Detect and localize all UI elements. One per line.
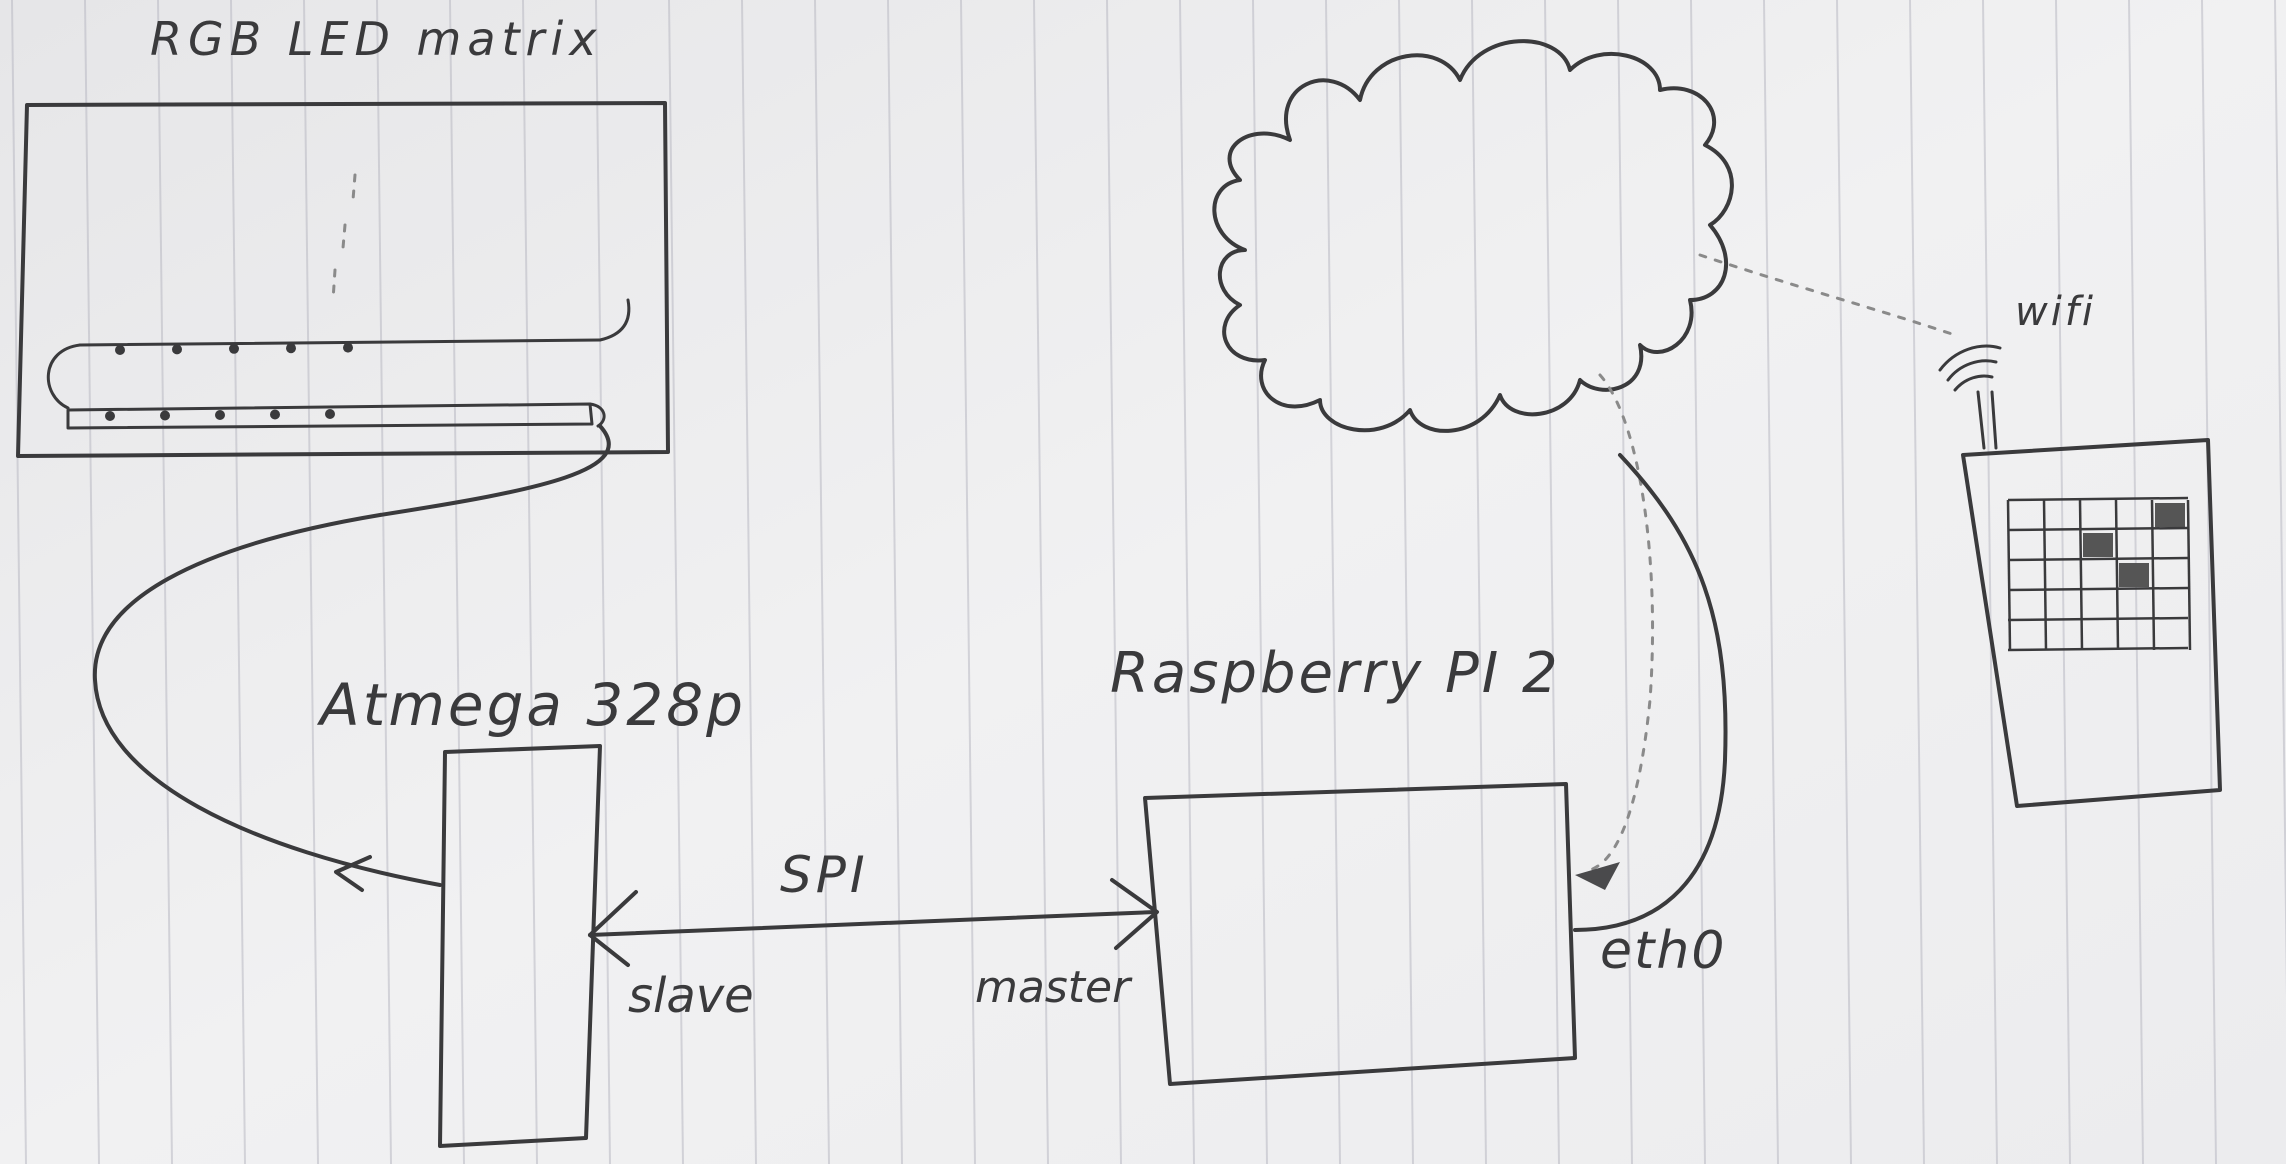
rule-line — [814, 0, 830, 1164]
cloud-icon — [1212, 39, 1734, 433]
rule-line — [1033, 0, 1049, 1164]
led-dot — [160, 410, 170, 421]
led-matrix — [16, 101, 670, 458]
rule-line — [522, 0, 538, 1164]
rule-line — [668, 0, 684, 1164]
grid-line — [2186, 499, 2192, 651]
grid-line — [2007, 496, 2189, 502]
led-matrix-continuation-dots — [331, 173, 357, 302]
spi-bus-line — [588, 910, 1157, 937]
grid-line — [2007, 646, 2189, 652]
rule-line — [2201, 0, 2217, 1164]
rule-line — [1106, 0, 1122, 1164]
rule-line — [84, 0, 100, 1164]
ruled-lines — [11, 0, 2286, 1164]
rule-line — [1690, 0, 1706, 1164]
led-dot — [343, 342, 353, 353]
eth-label: eth0 — [1600, 921, 1726, 981]
rule-line — [595, 0, 611, 1164]
shaded-cell — [2119, 563, 2149, 587]
led-dot — [215, 410, 225, 420]
rule-line — [887, 0, 903, 1164]
led-dot — [286, 343, 296, 354]
wifi-signal-icon — [1938, 344, 2002, 450]
master-arrowhead-icon — [1110, 878, 1159, 950]
rule-line — [1544, 0, 1560, 1164]
rule-line — [1179, 0, 1195, 1164]
led-strip-loop — [46, 343, 82, 410]
pi-title: Raspberry PI 2 — [1110, 641, 1561, 706]
rule-line — [960, 0, 976, 1164]
led-strip-upper-end — [598, 298, 631, 342]
led-matrix-title: RGB LED matrix — [150, 12, 602, 66]
rule-line — [1836, 0, 1852, 1164]
grid-line — [2006, 499, 2012, 651]
ethernet-cable — [1573, 453, 1728, 932]
led-strip-lower — [66, 402, 594, 430]
grid-line — [2007, 556, 2189, 562]
phone-app-grid — [2006, 496, 2192, 652]
arrowhead-icon — [334, 855, 372, 892]
rule-line — [2055, 0, 2071, 1164]
rule-line — [11, 0, 27, 1164]
led-dot — [105, 411, 115, 421]
led-dot — [270, 409, 280, 420]
ethernet-arrowhead-icon — [1575, 862, 1620, 890]
shaded-cell — [2083, 533, 2113, 557]
rule-line — [1617, 0, 1633, 1164]
shaded-cell — [2155, 503, 2185, 527]
led-strip-upper-edge — [78, 338, 602, 347]
rule-line — [1909, 0, 1925, 1164]
rule-line — [741, 0, 757, 1164]
rule-line — [1398, 0, 1414, 1164]
grid-line — [2114, 499, 2120, 651]
slave-label: slave — [628, 968, 754, 1024]
pi-box — [1143, 782, 1577, 1086]
grid-line — [2042, 499, 2048, 651]
led-matrix-frame — [16, 101, 670, 458]
pencil-link-wifi — [1698, 253, 1957, 337]
mcu-box — [438, 744, 602, 1148]
pencil-link-eth — [1588, 373, 1655, 872]
rule-line — [376, 0, 392, 1164]
master-label: master — [975, 962, 1133, 1013]
rule-line — [2274, 0, 2286, 998]
mcu-title: Atmega 328p — [316, 671, 746, 739]
led-row-lower — [105, 409, 335, 421]
led-dot — [325, 409, 335, 419]
rule-line — [1763, 0, 1779, 1164]
grid-line — [2078, 499, 2084, 651]
led-dot — [172, 344, 182, 355]
data-wire — [92, 424, 611, 887]
grid-line — [2150, 499, 2156, 651]
rule-line — [230, 0, 246, 1164]
grid-line — [2007, 616, 2189, 622]
rule-line — [1471, 0, 1487, 1164]
rule-line — [303, 0, 319, 1164]
phone-device — [1961, 438, 2222, 808]
bus-label: SPI — [780, 846, 869, 904]
grid-line — [2007, 526, 2189, 532]
rule-line — [1252, 0, 1268, 1164]
led-dot — [229, 343, 239, 354]
wifi-label: wifi — [2015, 289, 2096, 335]
rule-line — [1982, 0, 1998, 1164]
grid-line — [2007, 586, 2189, 592]
rule-line — [1325, 0, 1341, 1164]
rule-line — [449, 0, 465, 1164]
led-dot — [115, 345, 125, 355]
slave-arrowhead-icon — [588, 890, 638, 967]
led-row-upper — [115, 342, 353, 355]
